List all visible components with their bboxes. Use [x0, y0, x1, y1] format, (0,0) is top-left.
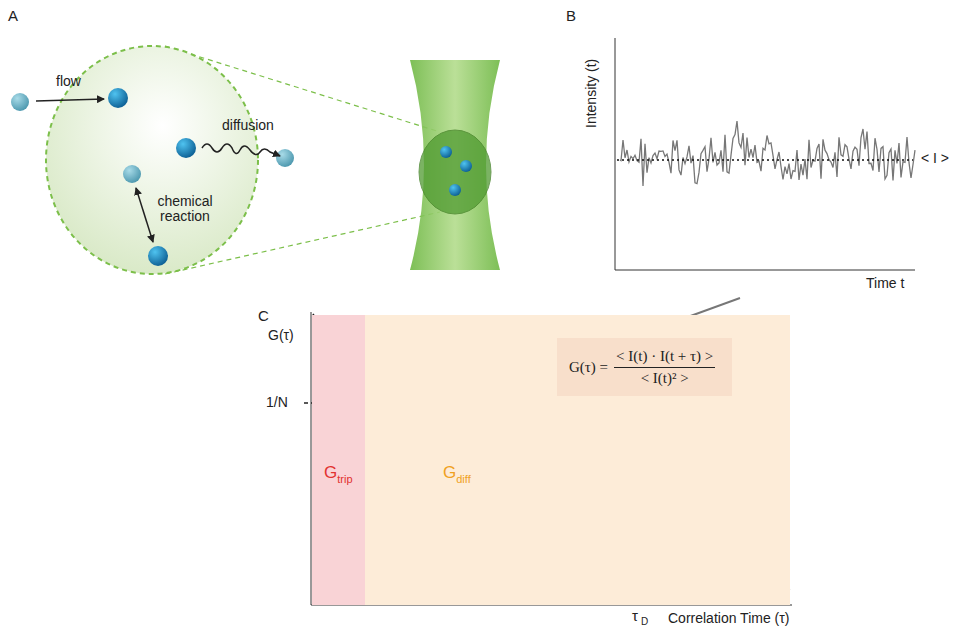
label: chemical reaction [150, 194, 220, 225]
x-axis [615, 270, 915, 271]
label: diffusion [222, 118, 274, 133]
label: B [566, 8, 576, 25]
y-axis [615, 38, 616, 270]
observation-volume [46, 46, 258, 274]
flow-arrow [36, 99, 104, 101]
molecule [11, 93, 29, 111]
label: G(τ) [268, 328, 294, 343]
label: Intensity (t) [584, 59, 599, 128]
band-label: Gtrip [324, 463, 353, 483]
triplet-band: Gtrip [312, 315, 365, 605]
molecule [123, 165, 141, 183]
label: D [641, 616, 648, 627]
focal-volume [419, 130, 491, 214]
label: τ [632, 608, 638, 625]
formula-box: G(τ) = < I(t) · I(t + τ) >< I(t)² > [557, 338, 732, 396]
laser-beam [410, 60, 500, 270]
band-symbol: G [443, 463, 456, 482]
diffusion-band: G(τ) = < I(t) · I(t + τ) >< I(t)² > Gdiff [365, 315, 790, 605]
molecule [460, 160, 472, 172]
reaction-arrow [136, 188, 153, 242]
formula-lhs: G(τ) = [569, 359, 608, 376]
molecule [449, 184, 461, 196]
formula-numerator: < I(t) · I(t + τ) > [614, 348, 715, 368]
band-subscript: trip [337, 473, 352, 485]
label: A [8, 8, 18, 25]
band-symbol: G [324, 463, 337, 482]
label: C [258, 308, 269, 325]
label: < I > [921, 151, 949, 166]
molecule [176, 138, 196, 158]
band-label: Gdiff [443, 463, 471, 483]
molecule [108, 88, 128, 108]
molecule [440, 146, 452, 158]
band-subscript: diff [456, 473, 470, 485]
formula-denominator: < I(t)² > [641, 368, 689, 387]
molecule [148, 246, 168, 266]
diffusion-path [202, 144, 280, 156]
label: Correlation Time (τ) [668, 611, 789, 626]
mean-line [617, 159, 913, 161]
label: Time t [866, 276, 904, 291]
molecule [276, 149, 294, 167]
formula-fraction: < I(t) · I(t + τ) >< I(t)² > [614, 348, 715, 387]
label: 1/N [266, 395, 288, 410]
label: flow [56, 74, 81, 89]
intensity-trace [620, 121, 915, 186]
